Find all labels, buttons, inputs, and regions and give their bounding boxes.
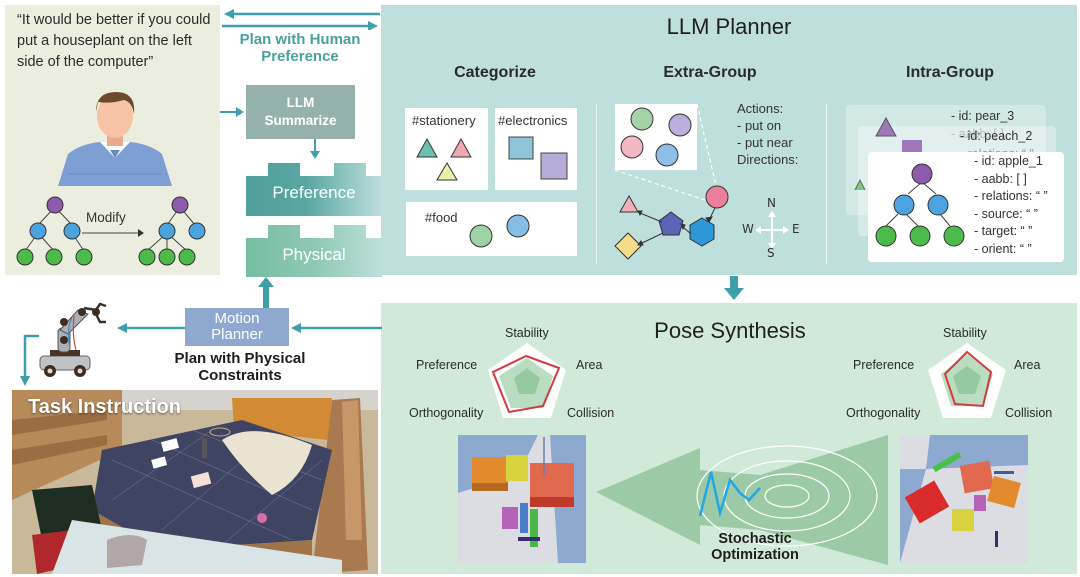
radar-label-collision: Collision: [567, 406, 615, 420]
llm-planner-title: LLM Planner: [666, 14, 792, 39]
human-quote: “It would be better if you could put a h…: [17, 12, 211, 70]
bedroom-scene: [12, 390, 378, 574]
arrow-up-to-physical-icon: [258, 277, 274, 309]
human-preference-label: Plan with Human Preference: [239, 31, 361, 65]
person-icon: [58, 92, 172, 186]
category-card-stationery: #stationery: [405, 108, 488, 190]
modify-arrow-icon: [82, 229, 144, 237]
motion-planner-box: Motion Planner: [185, 308, 289, 346]
apple-card-text: - id: apple_1 - aabb: [ ] - relations: “…: [974, 154, 1048, 256]
robot-arm-icon: [39, 302, 107, 377]
render-after-optimization: [900, 435, 1028, 563]
radar-label-area: Area: [1014, 358, 1041, 372]
render-before-optimization: [458, 435, 586, 563]
physical-constraints-label: Plan with Physical Constraints: [174, 350, 306, 384]
categorize-title: Categorize: [454, 64, 536, 81]
apple-scene-graph-tree: [875, 163, 965, 247]
llm-summarize-box: LLM Summarize: [246, 85, 355, 139]
column-divider: [826, 104, 827, 264]
compass-s: S: [767, 246, 775, 260]
pear-card-text: - id: pear_3 - aabb: [ ]: [951, 109, 1015, 141]
intra-group-title: Intra-Group: [906, 64, 994, 81]
radar-label-stability: Stability: [505, 326, 549, 340]
pose-synthesis-title: Pose Synthesis: [654, 318, 806, 343]
compass-w: W: [742, 222, 754, 236]
radar-chart-before: [488, 343, 566, 418]
human-preference-arrows: [222, 9, 380, 30]
radar-label-area: Area: [576, 358, 603, 372]
modify-label: Modify: [86, 210, 126, 225]
radar-label-orthogonality: Orthogonality: [409, 406, 484, 420]
arrow-down-icon: [310, 139, 320, 159]
preference-block-label: Preference: [272, 183, 356, 202]
physical-block: [246, 225, 382, 277]
radar-label-stability: Stability: [943, 326, 987, 340]
stationery-triangles-icon: [416, 137, 472, 181]
radar-label-orthogonality: Orthogonality: [846, 406, 921, 420]
arrow-from-pose-icon: [291, 323, 382, 333]
task-instruction-title: Task Instruction: [28, 396, 181, 418]
category-card-food: #food: [406, 202, 577, 256]
radar-chart-after: [928, 343, 1006, 418]
radar-label-preference: Preference: [853, 358, 915, 372]
arrow-to-summarize-icon: [220, 107, 244, 117]
stochastic-optimization-label: Stochastic Optimization: [711, 531, 799, 563]
food-circles-icon: [469, 214, 530, 248]
physical-block-label: Physical: [282, 245, 346, 264]
scene-graph-tree-after: [138, 196, 206, 266]
compass-icon: [755, 211, 789, 249]
optimization-funnel: [596, 435, 888, 565]
radar-label-preference: Preference: [416, 358, 478, 372]
electronics-squares-icon: [508, 136, 568, 180]
actions-list: Actions: - put on - put near Directions:: [737, 101, 799, 167]
arrow-to-robot-icon: [117, 323, 185, 333]
extra-group-diagram: [614, 103, 729, 260]
category-card-electronics: #electronics: [495, 108, 577, 190]
compass-e: E: [792, 222, 800, 236]
optimization-path: [698, 471, 761, 518]
task-scene-image: [12, 390, 378, 574]
preference-block: [246, 163, 382, 216]
radar-label-collision: Collision: [1005, 406, 1053, 420]
column-divider: [596, 104, 597, 264]
arrow-to-pose-icon: [724, 276, 744, 300]
compass-n: N: [767, 196, 776, 210]
arrow-to-task-icon: [20, 334, 39, 386]
scene-graph-tree-before: [16, 196, 93, 266]
extra-group-title: Extra-Group: [663, 64, 757, 81]
